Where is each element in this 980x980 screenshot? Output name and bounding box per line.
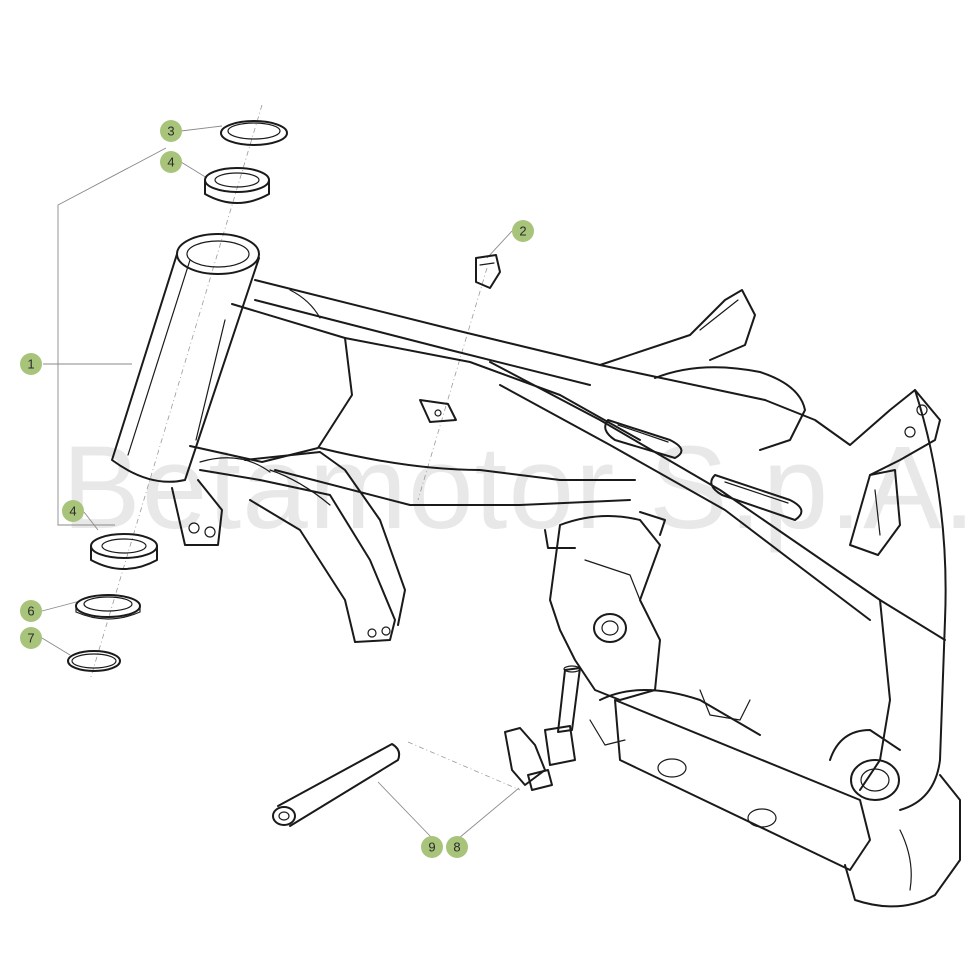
part-6-seal <box>75 594 141 620</box>
callout-3-label: 3 <box>167 124 174 139</box>
callout-3: 3 <box>160 120 182 142</box>
callout-4-upper-label: 4 <box>167 155 174 170</box>
callout-4-upper-marker <box>160 151 182 173</box>
part-2-clip <box>475 254 501 289</box>
frame-main <box>111 233 961 908</box>
callout-8-marker <box>446 836 468 858</box>
callout-4-lower: 4 <box>62 500 84 522</box>
callout-4-upper: 4 <box>160 151 182 173</box>
callout-9: 9 <box>421 836 443 858</box>
callout-2: 2 <box>512 220 534 242</box>
callout-4-lower-label: 4 <box>69 504 76 519</box>
callout-7-label: 7 <box>27 631 34 646</box>
callout-9-marker <box>421 836 443 858</box>
part-7-o-ring <box>67 650 121 672</box>
part-4-lower-bearing <box>90 533 158 570</box>
watermark: Betamotor S.p.A. <box>62 422 977 554</box>
part-9-tube <box>272 743 401 827</box>
part-8-pin <box>504 665 581 791</box>
axis-lines <box>89 104 521 791</box>
callout-2-label: 2 <box>519 224 526 239</box>
callout-9-label: 9 <box>428 840 435 855</box>
callout-1: 1 <box>20 353 42 375</box>
callout-2-marker <box>512 220 534 242</box>
callout-8-label: 8 <box>453 840 460 855</box>
callout-6: 6 <box>20 600 42 622</box>
callout-6-marker <box>20 600 42 622</box>
callout-6-label: 6 <box>27 604 34 619</box>
leader-lines <box>41 125 520 839</box>
callout-1-label: 1 <box>27 357 34 372</box>
part-3-washer <box>220 120 288 146</box>
callout-1-marker <box>20 353 42 375</box>
callout-4-lower-marker <box>62 500 84 522</box>
callout-7-marker <box>20 627 42 649</box>
callout-8: 8 <box>446 836 468 858</box>
part-4-upper-bearing <box>204 167 270 204</box>
callout-7: 7 <box>20 627 42 649</box>
callout-3-marker <box>160 120 182 142</box>
